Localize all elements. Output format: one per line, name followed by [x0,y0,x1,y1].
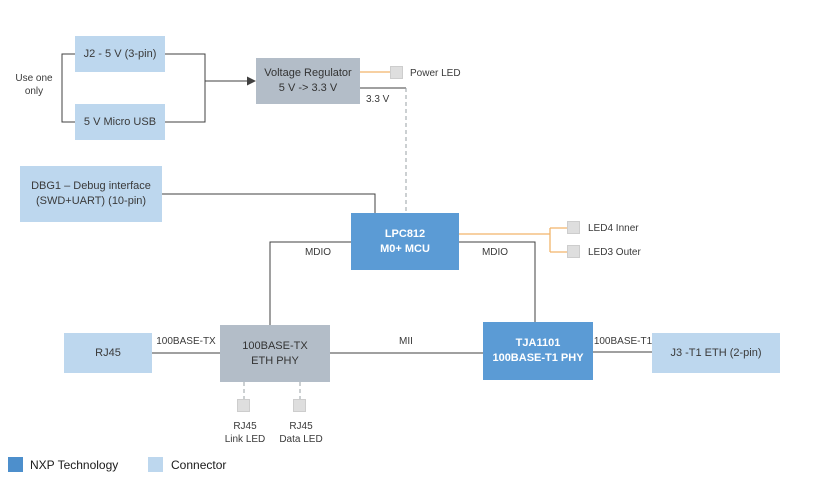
mcu-subtitle: M0+ MCU [380,242,430,255]
mdio-left-label: MDIO [304,247,332,258]
rail-33v-label: 3.3 V [366,94,390,105]
rj45-label: RJ45 [95,346,121,359]
link-100base-tx-label: 100BASE-TX [156,336,216,347]
wire-use-one-bracket [61,53,75,123]
legend-connector-swatch [148,457,163,472]
wire-mdio-left [269,241,351,325]
led3-outer-label: LED3 Outer [588,247,641,258]
block-micro-usb-label: 5 V Micro USB [83,115,157,128]
ethphy-title: 100BASE-TX [242,339,308,352]
block-100base-tx-eth-phy: 100BASE-TX ETH PHY [220,325,330,382]
wire-dbg-to-mcu [162,193,376,213]
block-tja1101-phy: TJA1101 100BASE-T1 PHY [483,322,593,380]
debug-interface-subtitle: (SWD+UART) (10-pin) [35,195,147,207]
led4-inner-label: LED4 Inner [588,223,639,234]
wire-mdio-right [459,241,536,322]
block-rj45-connector: RJ45 [64,333,152,373]
block-j2-connector: J2 - 5 V (3-pin) [75,36,165,72]
power-led-label: Power LED [410,68,461,79]
rj45-link-led-line1: RJ45 [233,421,257,432]
block-lpc812-mcu: LPC812 M0+ MCU [351,213,459,270]
rj45-link-led-label: RJ45 Link LED [214,420,276,446]
rj45-data-led-icon [293,399,306,412]
led4-inner-icon [567,221,580,234]
block-debug-interface: DBG1 – Debug interface (SWD+UART) (10-pi… [20,166,162,222]
tja-title: TJA1101 [515,337,561,350]
rj45-link-led-icon [237,399,250,412]
legend-connector-label: Connector [171,458,227,472]
mcu-title: LPC812 [384,227,426,240]
voltage-regulator-title: Voltage Regulator [264,67,352,80]
j3-label: J3 -T1 ETH (2-pin) [670,346,762,359]
block-j3-t1-eth-connector: J3 -T1 ETH (2-pin) [652,333,780,373]
arrowhead-vreg [247,76,256,86]
voltage-regulator-subtitle: 5 V -> 3.3 V [278,82,338,94]
ethphy-subtitle: ETH PHY [251,354,299,367]
tja-subtitle: 100BASE-T1 PHY [492,352,584,364]
rj45-data-led-label: RJ45 Data LED [270,420,332,446]
mii-label: MII [399,336,413,347]
rj45-data-led-line1: RJ45 [289,421,313,432]
use-one-line1: Use one [15,73,53,84]
wire-input-bracket [165,53,206,123]
power-led-icon [390,66,403,79]
use-one-line2: only [24,86,44,97]
block-voltage-regulator: Voltage Regulator 5 V -> 3.3 V [256,58,360,104]
legend-nxp-swatch [8,457,23,472]
block-micro-usb-connector: 5 V Micro USB [75,104,165,140]
debug-interface-title: DBG1 – Debug interface [31,180,151,193]
led3-outer-icon [567,245,580,258]
rj45-data-led-line2: Data LED [279,434,323,445]
use-one-only-note: Use one only [8,72,60,98]
legend-nxp-label: NXP Technology [30,458,119,472]
rj45-link-led-line2: Link LED [224,434,266,445]
link-100base-t1-label: 100BASE-T1 [593,336,653,347]
block-j2-label: J2 - 5 V (3-pin) [83,47,157,60]
mdio-right-label: MDIO [481,247,509,258]
